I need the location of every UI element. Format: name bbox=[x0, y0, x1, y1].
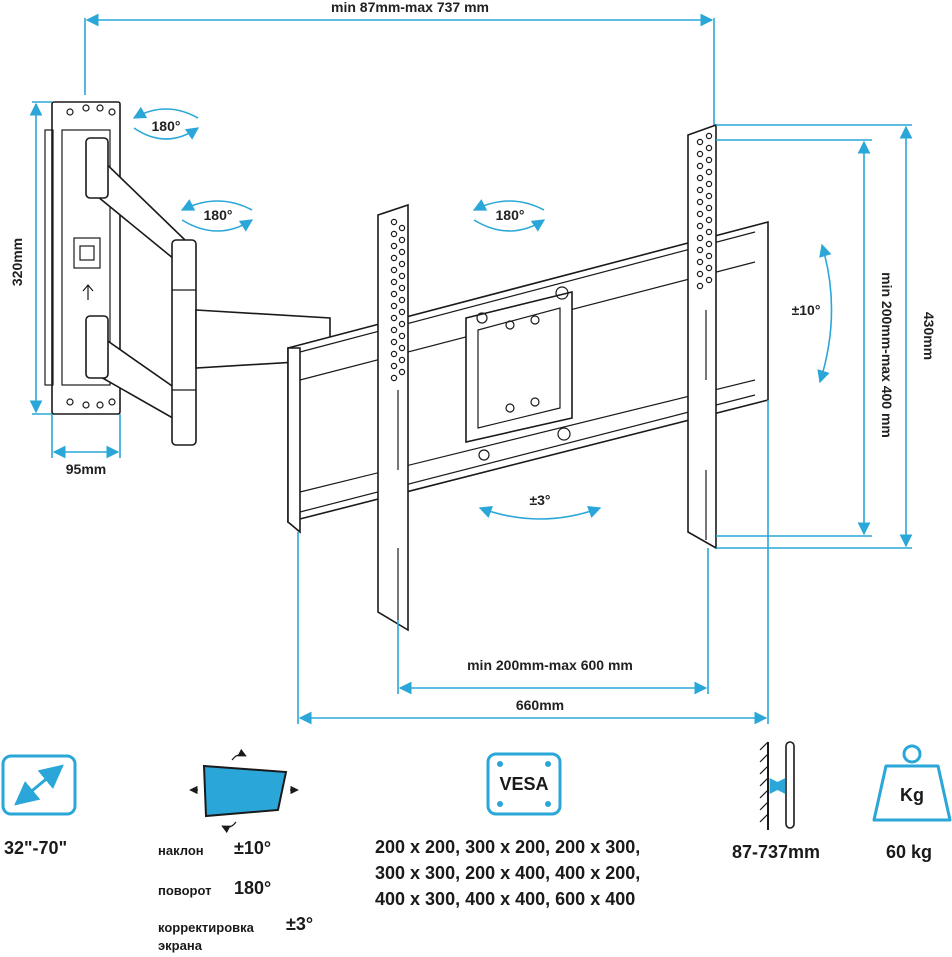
rail-hole bbox=[390, 218, 398, 226]
bracket-width-dimension: 660mm bbox=[297, 400, 769, 725]
rail-hole bbox=[696, 198, 704, 206]
bracket-height-label: 430mm bbox=[921, 312, 937, 360]
rail-hole bbox=[390, 362, 398, 370]
rail-hole bbox=[398, 320, 406, 328]
swivel-mid-indicator: 180° bbox=[180, 199, 254, 232]
rail-hole bbox=[696, 234, 704, 242]
rail-hole bbox=[705, 204, 713, 212]
vesa-badge-text: VESA bbox=[499, 774, 548, 794]
horizontal-vesa-dimension: min 200mm-max 600 mm bbox=[397, 548, 709, 695]
rail-hole bbox=[705, 216, 713, 224]
rail-hole bbox=[398, 272, 406, 280]
rail-hole bbox=[705, 192, 713, 200]
swivel-spec-value: 180° bbox=[234, 878, 272, 898]
rail-hole bbox=[705, 264, 713, 272]
swivel-top-label: 180° bbox=[152, 118, 181, 134]
rail-hole bbox=[705, 276, 713, 284]
rail-hole bbox=[390, 278, 398, 286]
rail-hole bbox=[398, 284, 406, 292]
rail-hole bbox=[390, 254, 398, 262]
rail-hole bbox=[696, 162, 704, 170]
rail-hole bbox=[705, 144, 713, 152]
bracket-height-dimension: 430mm bbox=[716, 124, 937, 549]
rail-hole bbox=[696, 150, 704, 158]
level-spec-label-line2: экрана bbox=[158, 938, 202, 953]
vesa-patterns-list: 200 x 200, 300 x 200, 200 x 300, 300 x 3… bbox=[375, 837, 641, 909]
weight-icon: Kg bbox=[872, 744, 952, 822]
rail-hole bbox=[696, 174, 704, 182]
rail-hole bbox=[390, 338, 398, 346]
swivel-mid-label: 180° bbox=[204, 207, 233, 223]
plate-width-label: 95mm bbox=[66, 461, 106, 477]
tilt-spec-label: наклон bbox=[158, 843, 204, 858]
rail-hole bbox=[705, 228, 713, 236]
level-spec-value: ±3° bbox=[286, 914, 314, 934]
depth-range-label: min 87mm-max 737 mm bbox=[331, 0, 489, 15]
rail-hole bbox=[696, 186, 704, 194]
rail-hole bbox=[398, 236, 406, 244]
rail-hole bbox=[398, 308, 406, 316]
vertical-vesa-dimension: min 200mm-max 400 mm bbox=[716, 139, 895, 537]
screen-size-value: 32"-70" bbox=[4, 838, 68, 858]
rail-hole bbox=[696, 270, 704, 278]
rail-hole bbox=[390, 350, 398, 358]
vertical-vesa-label: min 200mm-max 400 mm bbox=[879, 272, 895, 438]
rail-hole bbox=[696, 222, 704, 230]
plate-width-dimension: 95mm bbox=[51, 414, 121, 477]
max-load-value: 60 kg bbox=[886, 842, 933, 862]
rail-hole bbox=[390, 290, 398, 298]
bracket-width-label: 660mm bbox=[516, 697, 564, 713]
swivel-top-indicator: 180° bbox=[132, 106, 200, 140]
level-angle-label: ±3° bbox=[529, 492, 550, 508]
tv-bracket bbox=[287, 123, 769, 632]
rail-hole bbox=[398, 260, 406, 268]
horizontal-vesa-label: min 200mm-max 600 mm bbox=[467, 657, 633, 673]
rail-hole bbox=[696, 258, 704, 266]
rail-hole bbox=[398, 344, 406, 352]
swivel-spec-label: поворот bbox=[158, 883, 212, 898]
level-indicator: ±3° bbox=[478, 492, 602, 520]
rail-hole bbox=[705, 168, 713, 176]
weight-badge-text: Kg bbox=[900, 785, 924, 805]
tilt-angle-label: ±10° bbox=[792, 302, 821, 318]
plate-height-label: 320mm bbox=[9, 238, 25, 286]
rail-hole bbox=[398, 224, 406, 232]
rail-hole bbox=[390, 230, 398, 238]
wall-distance-icon bbox=[759, 741, 795, 830]
rail-hole bbox=[696, 210, 704, 218]
rail-hole bbox=[705, 156, 713, 164]
rail-hole bbox=[696, 138, 704, 146]
level-spec-label-line1: корректировка bbox=[158, 920, 254, 935]
depth-dimension: min 87mm-max 737 mm bbox=[84, 0, 715, 130]
vesa-icon: VESA bbox=[486, 752, 562, 816]
tilt-spec-value: ±10° bbox=[234, 838, 272, 858]
screen-size-icon bbox=[1, 754, 77, 816]
rail-hole bbox=[398, 356, 406, 364]
wall-distance-value: 87-737mm bbox=[732, 842, 821, 862]
rail-hole bbox=[398, 248, 406, 256]
rail-hole bbox=[398, 368, 406, 376]
rail-hole bbox=[705, 180, 713, 188]
rail-hole bbox=[398, 296, 406, 304]
swivel-screen-indicator: 180° bbox=[472, 199, 546, 232]
rail-hole bbox=[390, 314, 398, 322]
rail-hole bbox=[696, 246, 704, 254]
tilt-swivel-icon bbox=[189, 748, 299, 834]
tilt-indicator: ±10° bbox=[792, 243, 833, 384]
rail-holes bbox=[390, 132, 713, 382]
swing-arms bbox=[85, 137, 331, 446]
rail-hole bbox=[696, 282, 704, 290]
rail-hole bbox=[390, 242, 398, 250]
swivel-screen-label: 180° bbox=[496, 207, 525, 223]
rail-hole bbox=[705, 240, 713, 248]
rail-hole bbox=[390, 374, 398, 382]
rail-hole bbox=[398, 332, 406, 340]
plate-height-dimension: 320mm bbox=[9, 101, 52, 415]
rail-hole bbox=[705, 132, 713, 140]
rail-hole bbox=[390, 326, 398, 334]
rail-hole bbox=[705, 252, 713, 260]
rail-hole bbox=[390, 302, 398, 310]
rail-hole bbox=[390, 266, 398, 274]
